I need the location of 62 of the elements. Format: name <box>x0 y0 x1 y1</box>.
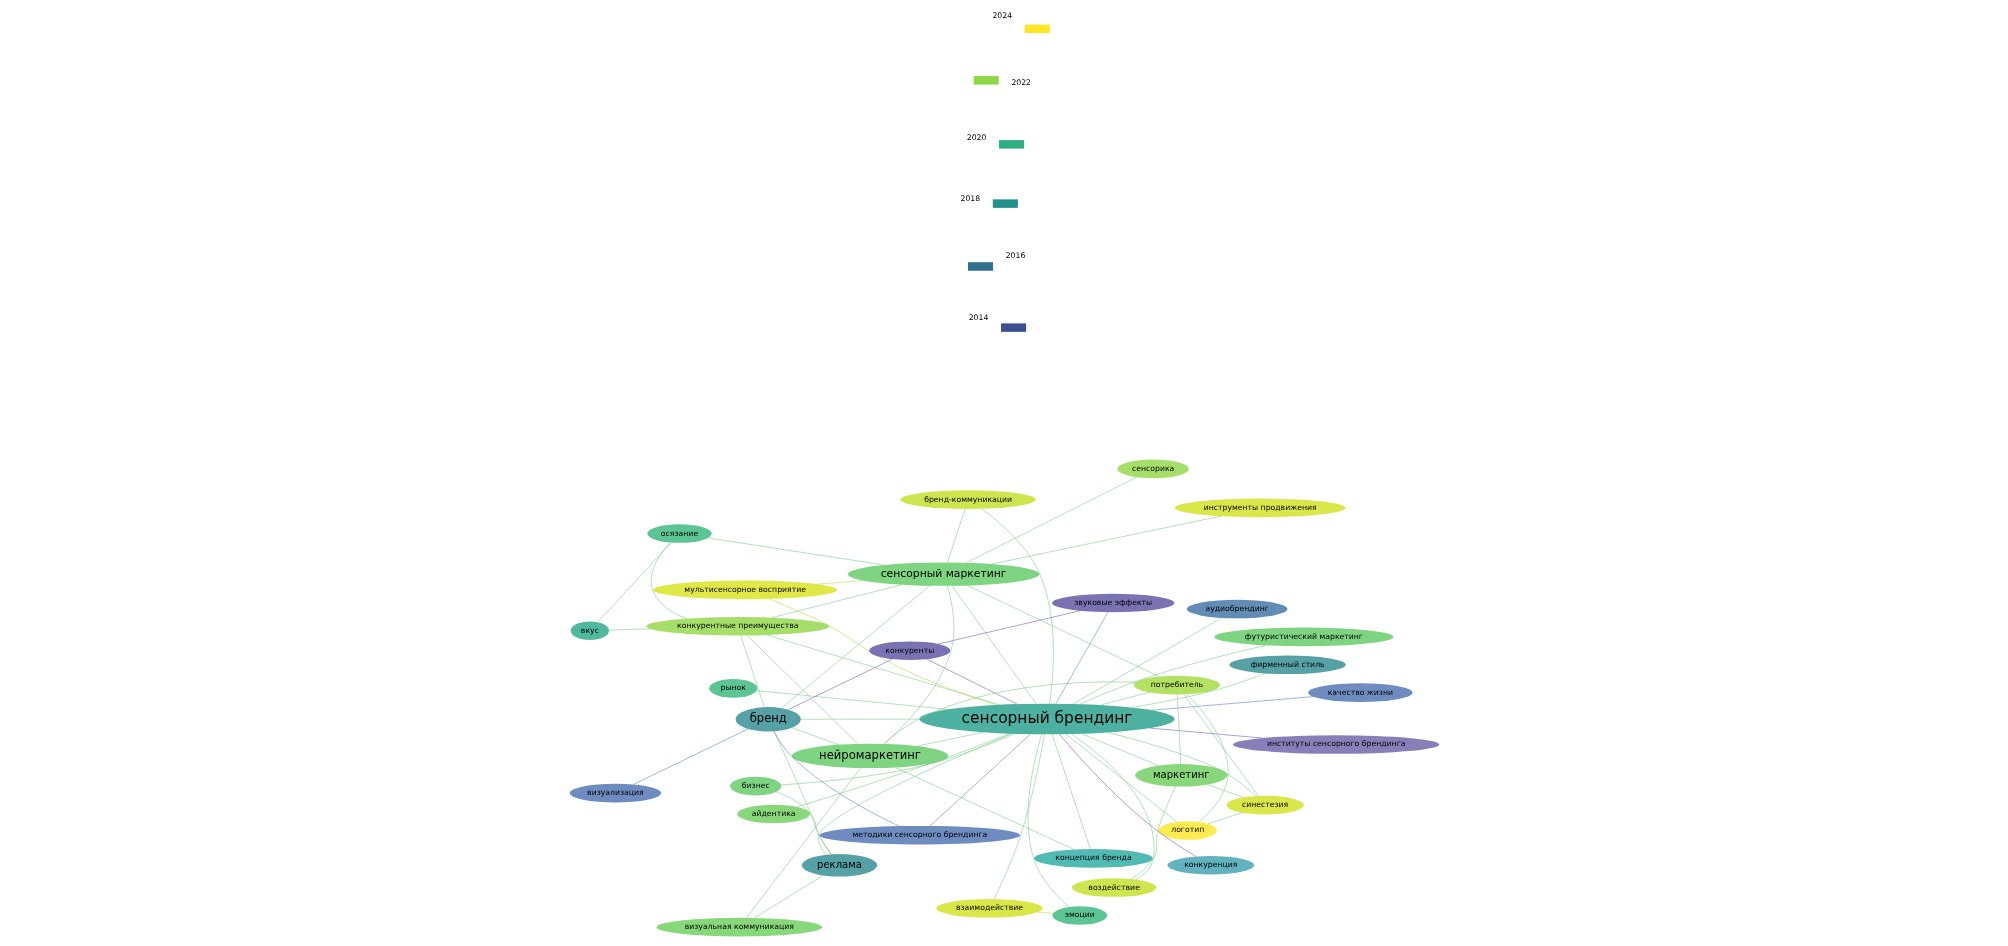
connector <box>937 610 1080 645</box>
connector <box>966 585 1159 677</box>
connector <box>993 734 1045 900</box>
node-ellipse: сенсорный брендинг <box>918 703 1175 735</box>
connector <box>816 580 863 585</box>
node-ellipse: реклама <box>801 854 877 877</box>
node-ellipse: маркетинг <box>1134 764 1227 787</box>
connector <box>650 542 687 619</box>
connector <box>951 585 1036 704</box>
connector <box>1107 732 1256 797</box>
connector <box>1149 727 1263 739</box>
connector <box>1182 694 1259 797</box>
connector <box>946 508 965 563</box>
connector <box>1078 645 1266 705</box>
connector <box>883 585 954 744</box>
connector <box>755 690 948 710</box>
connector <box>753 875 823 919</box>
node-ellipse: нейромаркетинг <box>791 743 948 769</box>
connector <box>745 767 861 919</box>
connector <box>773 731 899 827</box>
connector <box>1065 733 1177 823</box>
connector <box>929 733 1031 827</box>
connector <box>746 635 858 744</box>
connector <box>926 658 1017 705</box>
connector <box>965 476 1137 564</box>
connector <box>707 537 884 566</box>
connector <box>768 598 997 706</box>
connector <box>991 515 1221 565</box>
connector <box>596 542 671 623</box>
connector <box>1130 786 1176 880</box>
connector <box>780 733 1015 786</box>
connector <box>894 767 1075 850</box>
connector <box>800 718 920 720</box>
connector <box>1058 734 1196 857</box>
connector <box>771 584 902 618</box>
connector <box>1027 734 1069 908</box>
connector <box>1070 733 1154 880</box>
connector <box>916 732 983 747</box>
connector <box>817 733 1012 855</box>
node-ellipse: бренд <box>735 707 801 732</box>
node-ellipse: сенсорный маркетинг <box>847 562 1039 586</box>
connector <box>882 681 1136 744</box>
connector <box>781 585 930 709</box>
connector <box>1176 694 1181 765</box>
connector <box>632 728 748 785</box>
connector <box>1051 734 1091 850</box>
connector <box>775 791 831 855</box>
connector <box>1054 611 1108 704</box>
connector <box>1037 911 1053 914</box>
connector <box>1186 693 1228 823</box>
connector <box>1099 692 1150 706</box>
connector <box>608 628 650 631</box>
connector <box>980 508 1054 704</box>
connector <box>740 635 764 708</box>
connector <box>1207 812 1242 825</box>
connector <box>787 658 893 710</box>
connector <box>1206 784 1244 798</box>
connector <box>796 733 1010 808</box>
connector <box>766 634 1000 706</box>
connector <box>791 727 839 745</box>
connector <box>1081 733 1158 766</box>
connector <box>1150 696 1313 711</box>
